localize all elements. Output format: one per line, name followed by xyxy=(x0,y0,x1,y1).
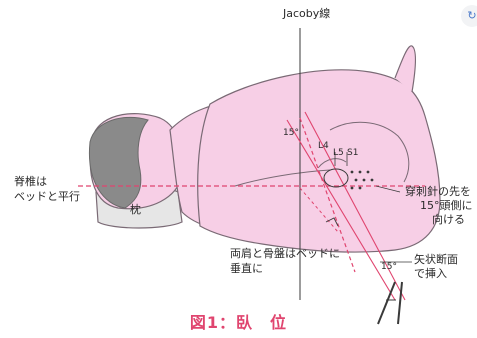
shoulder-label-line2: 垂直に xyxy=(230,262,263,275)
plane-dashed-line xyxy=(299,187,339,233)
jacoby-line-label: Jacoby線 xyxy=(283,7,331,20)
hip-detail xyxy=(329,121,410,183)
sagittal-label-line2: で挿入 xyxy=(414,267,447,280)
figure-caption: 図1：臥 位 xyxy=(189,313,288,332)
sagittal-dashed-line xyxy=(299,117,356,273)
l4-label: L4 xyxy=(318,141,329,151)
shoulder-label-line1: 両肩と骨盤はベッドに xyxy=(230,247,340,260)
spine-label-line1: 脊椎は xyxy=(14,175,47,188)
lens-search-icon[interactable]: ↻ xyxy=(461,5,477,27)
needle-guide-line-2 xyxy=(304,111,406,301)
needle-guide-line-1 xyxy=(286,119,396,301)
l5-label: L5 xyxy=(333,148,344,158)
needle-label-line1: 穿刺針の先を xyxy=(405,185,471,198)
pillow-label: 枕 xyxy=(130,203,141,216)
torso-shape xyxy=(197,69,441,253)
needle-shape xyxy=(377,281,403,325)
needle-label-line2: 15°頭側に xyxy=(420,199,473,212)
needle-label-line3: 向ける xyxy=(432,213,465,226)
spine-label-line2: ベッドと平行 xyxy=(14,190,80,203)
angle-label-right: 15° xyxy=(381,262,397,272)
right-angle-marker xyxy=(325,217,339,227)
arm-line xyxy=(234,169,331,187)
angle-label-left: 15° xyxy=(283,128,299,138)
needle-label-leader xyxy=(375,185,401,193)
knee-shape xyxy=(394,45,417,93)
sagittal-label-line1: 矢状断面 xyxy=(414,253,458,266)
vertebrae-markers xyxy=(323,168,374,190)
s1-label: S1 xyxy=(347,148,359,158)
body-fold xyxy=(317,158,347,169)
